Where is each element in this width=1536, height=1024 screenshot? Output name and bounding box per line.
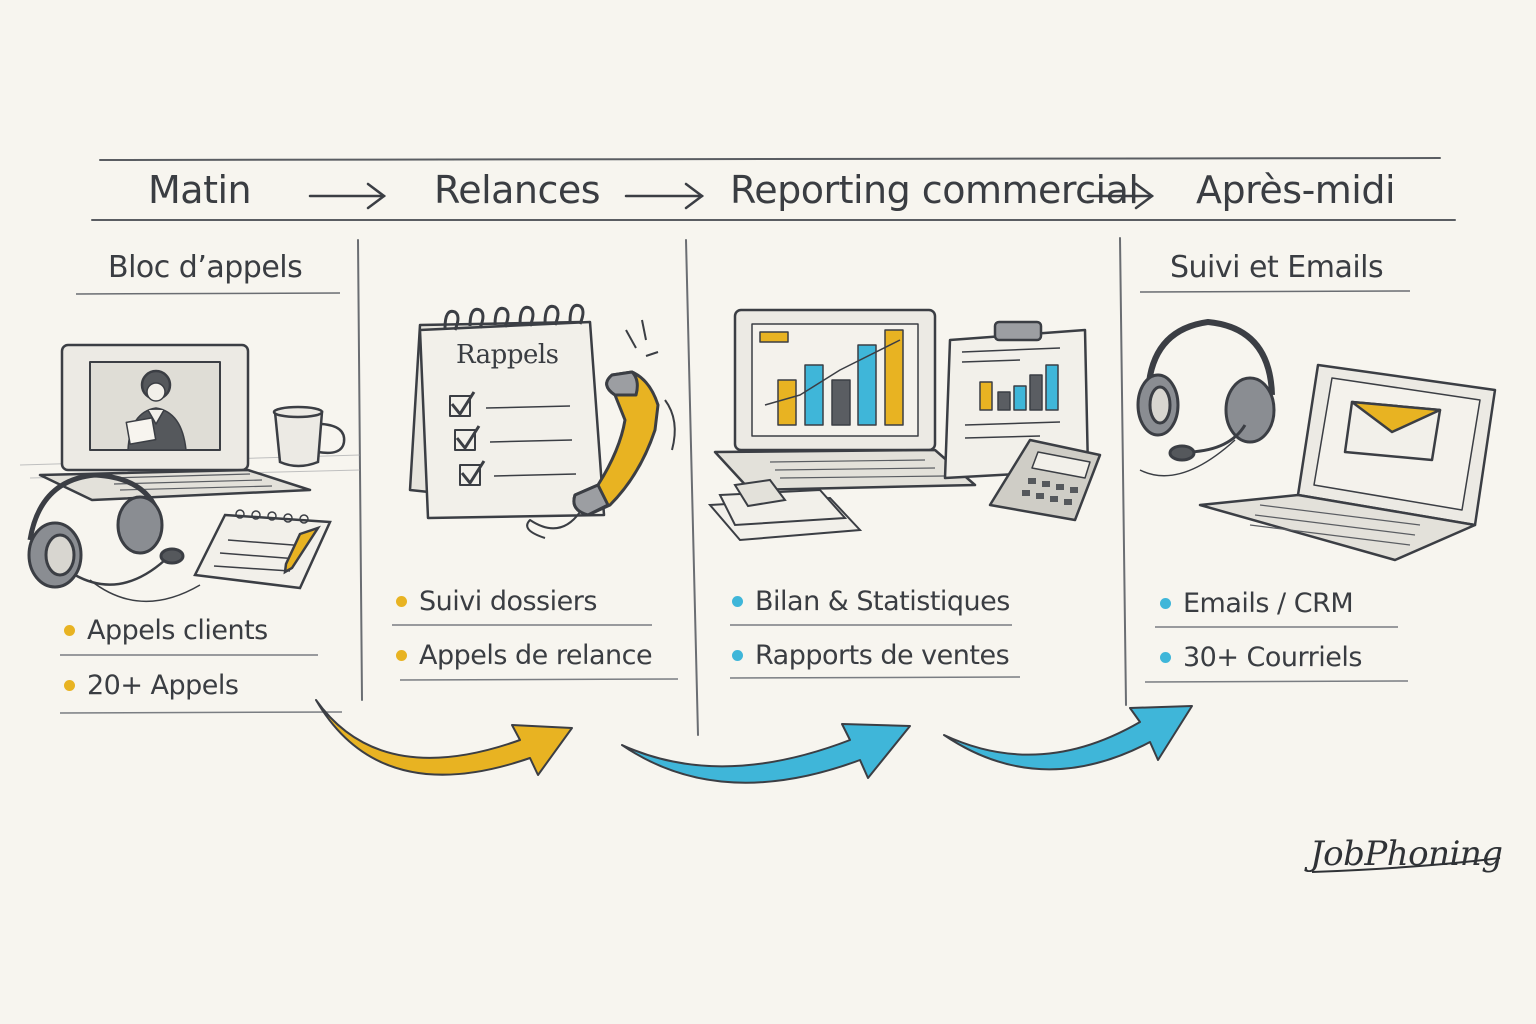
bullet-text: Bilan & Statistiques — [755, 586, 1010, 617]
stage-4-heading: Après-midi — [1196, 168, 1396, 212]
bullet-text: 20+ Appels — [87, 670, 239, 701]
column-4-illustration — [1136, 318, 1497, 562]
stage-4-bullet-2: 30+ Courriels — [1160, 642, 1362, 673]
column-1-illustration — [19, 343, 361, 602]
stage-4-bullet-1: Emails / CRM — [1160, 588, 1354, 619]
bullet-dot — [396, 596, 407, 607]
bullet-dot — [1160, 652, 1171, 663]
laptop-bar-chart-icon — [713, 308, 977, 492]
calendar-label: Rappels — [456, 340, 559, 370]
bullet-dot — [64, 625, 75, 636]
bullet-text: Appels de relance — [419, 640, 653, 671]
papers-icon — [707, 478, 863, 542]
bullet-dot — [732, 650, 743, 661]
headset-icon — [27, 472, 201, 602]
header-arrow-2 — [624, 182, 705, 210]
column-3-illustration — [707, 308, 1102, 542]
column-2-illustration — [408, 303, 676, 539]
bullet-text: Rapports de ventes — [755, 640, 1010, 671]
subtitle-rules — [75, 290, 1411, 295]
header-arrow-3 — [1086, 182, 1155, 210]
laptop-email-icon — [1198, 363, 1497, 562]
bullet-text: Emails / CRM — [1183, 588, 1354, 619]
clipboard-chart-icon — [943, 320, 1090, 480]
stage-2-bullet-1: Suivi dossiers — [396, 586, 597, 617]
bullet-text: Suivi dossiers — [419, 586, 597, 617]
laptop-video-call-icon — [38, 343, 312, 502]
flow-arrow-yellow — [315, 699, 573, 776]
header-rules — [91, 157, 1456, 221]
flow-arrow-blue-1 — [621, 723, 911, 784]
bullet-dot — [732, 596, 743, 607]
bullet-text: 30+ Courriels — [1183, 642, 1362, 673]
headset-microphone-icon — [1136, 318, 1276, 477]
header-arrows — [308, 182, 1155, 210]
stage-1-subtitle: Bloc d’appels — [108, 250, 303, 285]
calculator-icon — [988, 438, 1102, 522]
bullet-dot — [396, 650, 407, 661]
stage-3-bullet-2: Rapports de ventes — [732, 640, 1010, 671]
telephone-handset-icon — [526, 319, 676, 539]
bullet-rules — [59, 624, 1409, 714]
stage-1-heading: Matin — [148, 168, 252, 212]
stage-3-heading: Reporting commercial — [730, 168, 1139, 212]
stage-2-bullet-2: Appels de relance — [396, 640, 653, 671]
stage-2-heading: Relances — [434, 168, 601, 212]
stage-1-bullet-1: Appels clients — [64, 615, 268, 646]
flow-arrow-blue-2 — [943, 705, 1193, 771]
brand-underline — [1311, 857, 1501, 873]
stage-3-bullet-1: Bilan & Statistiques — [732, 586, 1010, 617]
notepad-pencil-icon — [193, 509, 332, 590]
bullet-dot — [64, 680, 75, 691]
header-arrow-1 — [308, 182, 387, 210]
bullet-text: Appels clients — [87, 615, 268, 646]
calendar-checklist-icon — [408, 303, 606, 520]
coffee-mug-icon — [272, 405, 346, 468]
stage-4-subtitle: Suivi et Emails — [1170, 250, 1384, 285]
bullet-dot — [1160, 598, 1171, 609]
stage-1-bullet-2: 20+ Appels — [64, 670, 239, 701]
brand-logo: JobPhoning — [1310, 834, 1503, 874]
